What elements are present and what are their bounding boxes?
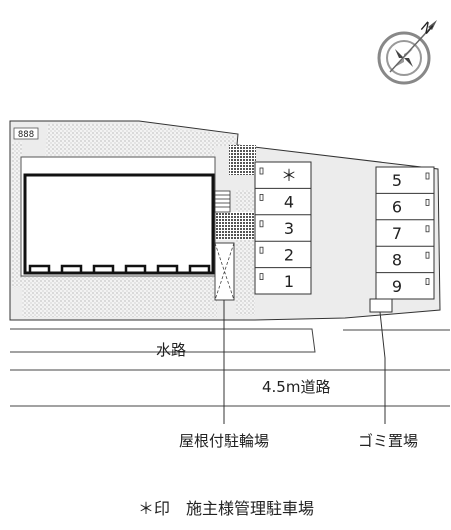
room-label-box — [13, 127, 39, 140]
legend-text: ＊印 施主様管理駐車場 — [138, 499, 314, 518]
waterway-edge — [10, 328, 316, 353]
parking-right-column — [375, 166, 435, 300]
dotted-ground-left — [12, 142, 22, 287]
parking-right-space-label: 6 — [392, 198, 402, 217]
parking-right-space-label: 9 — [392, 277, 402, 296]
building-balcony-row — [28, 264, 211, 273]
grid-tile-top — [229, 145, 256, 175]
parking-right-space-label: 7 — [392, 224, 402, 243]
parking-right-wheel-stop — [425, 278, 430, 286]
bicycle-parking-label: 屋根付駐輪場 — [179, 432, 269, 450]
garbage-area — [369, 298, 393, 313]
dotted-ground-lower — [22, 277, 217, 317]
room-label: 888 — [18, 130, 34, 140]
grid-tile-bottom — [215, 212, 256, 240]
parking-left-space-label: 3 — [284, 219, 294, 238]
road-label: 4.5m道路 — [262, 378, 330, 396]
parking-left-space-label: 1 — [284, 272, 294, 291]
parking-left-wheel-stop — [259, 193, 264, 201]
parking-left-wheel-stop — [259, 167, 264, 175]
parking-left-space-label: ＊ — [281, 166, 297, 185]
parking-right-wheel-stop — [425, 251, 430, 259]
parking-left-wheel-stop — [259, 246, 264, 254]
dotted-ground-right — [236, 190, 255, 315]
compass-north-label: N — [417, 19, 435, 38]
parking-left-space-label: 2 — [284, 245, 294, 264]
parking-left-wheel-stop — [259, 220, 264, 228]
dotted-ground-upper — [45, 124, 236, 157]
parking-left-column — [254, 161, 312, 295]
building-body — [23, 173, 215, 275]
parking-right-wheel-stop — [425, 172, 430, 180]
parking-right-wheel-stop — [425, 198, 430, 206]
parking-right-space-label: 8 — [392, 250, 402, 269]
parking-left-space-label: 4 — [284, 193, 294, 212]
compass-icon — [377, 20, 437, 85]
garbage-label: ゴミ置場 — [358, 432, 418, 450]
stair-icon — [214, 190, 231, 213]
bicycle-parking-area — [214, 242, 235, 301]
parking-right-wheel-stop — [425, 225, 430, 233]
waterway-label: 水路 — [156, 341, 186, 359]
garbage-leader — [379, 311, 386, 424]
parking-left-wheel-stop — [259, 273, 264, 281]
parking-right-space-label: 5 — [392, 171, 402, 190]
